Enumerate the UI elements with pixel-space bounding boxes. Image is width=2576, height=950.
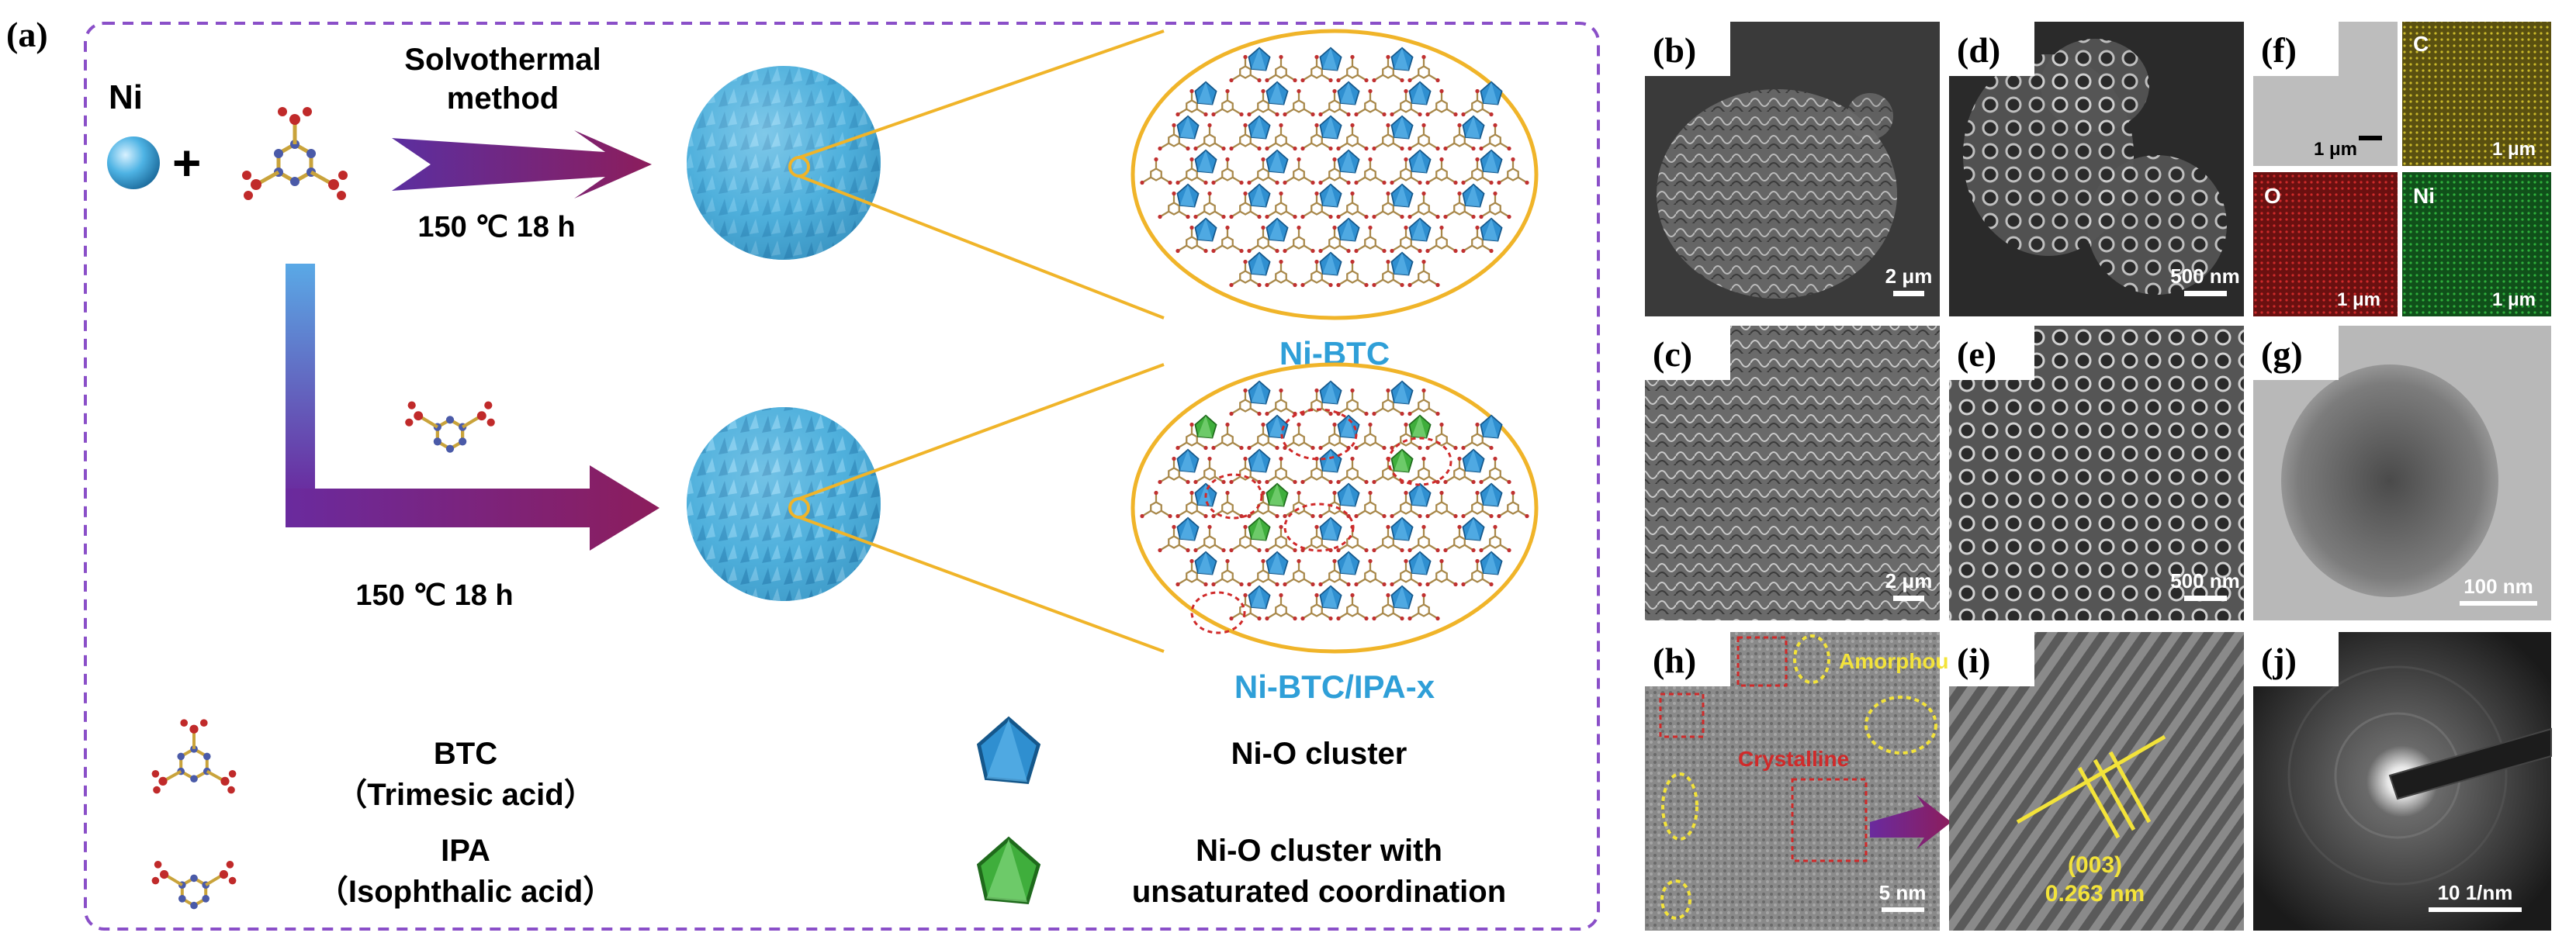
legend-ni-o-cluster-icon — [979, 719, 1039, 782]
legend-unsat-line2: unsaturated coordination — [1132, 875, 1506, 909]
amorphous-label: Amorphous — [1839, 649, 1961, 673]
panel-f-scale-c: 1 μm — [2492, 139, 2536, 160]
panel-h-label: (h) — [1653, 641, 1696, 680]
zoom-arrow — [1870, 795, 1951, 849]
method-line1: Solvothermal — [404, 43, 601, 77]
panel-h: (h) Amorphous Crystalline 5 nm — [1645, 632, 1961, 931]
legend-ipa-full: （Isophthalic acid） — [317, 875, 614, 909]
panel-b-label: (b) — [1653, 30, 1696, 70]
product-ni-btc-ipa: Ni-BTC/IPA-x — [1234, 668, 1435, 705]
panel-d-label: (d) — [1957, 30, 2000, 70]
panel-d-scale: 500 nm — [2170, 264, 2240, 288]
ni-label: Ni — [109, 78, 143, 116]
panel-c-label: (c) — [1653, 334, 1692, 374]
legend-btc-name: BTC — [434, 737, 497, 771]
ni-btc-ipa-network — [1130, 362, 1539, 654]
legend-btc-icon — [152, 719, 237, 793]
panel-h-scale: 5 nm — [1879, 881, 1927, 904]
solvothermal-arrow — [392, 130, 652, 199]
lattice-plane: (003) — [2068, 852, 2122, 878]
map-c-label: C — [2413, 32, 2429, 56]
ni-atom-icon — [107, 136, 160, 189]
panel-d: (d) 500 nm — [1949, 22, 2244, 316]
legend-unsaturated-cluster-icon — [979, 839, 1039, 903]
btc-molecule-icon — [242, 107, 348, 200]
panel-g: (g) 100 nm — [2253, 326, 2551, 620]
panel-a: (a) Ni + Solvothermal method 150 ℃ 18 h … — [6, 15, 1600, 931]
panel-j-label: (j) — [2261, 641, 2297, 680]
crystalline-label: Crystalline — [1738, 747, 1849, 771]
panel-g-scale: 100 nm — [2463, 575, 2533, 598]
panel-f-scale-ni: 1 μm — [2492, 289, 2536, 310]
panel-a-border — [84, 22, 1600, 931]
panel-a-label: (a) — [6, 15, 48, 54]
ipa-molecule-icon — [405, 402, 495, 453]
panel-g-label: (g) — [2261, 334, 2303, 374]
l-arrow-vertical — [286, 264, 315, 496]
legend-ni-o-cluster: Ni-O cluster — [1231, 737, 1407, 771]
panel-f-scale-se: 1 μm — [2314, 139, 2357, 160]
condition-bottom: 150 ℃ 18 h — [355, 579, 513, 612]
panel-j-scale: 10 1/nm — [2438, 881, 2513, 904]
panel-i: (i) (003) 0.263 nm — [1949, 632, 2244, 931]
panel-e-label: (e) — [1957, 334, 1996, 374]
condition-top: 150 ℃ 18 h — [417, 211, 575, 244]
l-arrow-horizontal — [286, 465, 660, 551]
legend-unsat-line1: Ni-O cluster with — [1196, 834, 1442, 868]
panel-e: (e) 500 nm — [1949, 326, 2244, 620]
panel-f: (f) 1 μm C 1 μm O 1 μm Ni 1 μm — [2253, 22, 2551, 316]
legend-btc-full: （Trimesic acid） — [336, 778, 594, 812]
method-line2: method — [447, 81, 559, 116]
legend-ipa-name: IPA — [441, 834, 490, 868]
panel-i-label: (i) — [1957, 641, 1990, 680]
panel-f-scale-o: 1 μm — [2337, 289, 2380, 310]
panel-c-scale: 2 μm — [1885, 569, 1933, 592]
plus-sign: + — [172, 135, 201, 191]
ni-btc-network — [1130, 29, 1539, 320]
panel-j: (j) 10 1/nm — [2253, 632, 2552, 931]
panel-c: (c) 2 μm — [1645, 326, 1940, 620]
map-ni-label: Ni — [2413, 184, 2435, 208]
panel-b: (b) 2 μm — [1645, 22, 1940, 316]
map-o-label: O — [2264, 184, 2281, 208]
panel-e-scale: 500 nm — [2170, 569, 2240, 592]
panel-f-label: (f) — [2261, 30, 2297, 70]
legend-ipa-icon — [152, 861, 237, 909]
lattice-spacing: 0.263 nm — [2045, 881, 2145, 907]
panel-b-scale: 2 μm — [1885, 264, 1933, 288]
